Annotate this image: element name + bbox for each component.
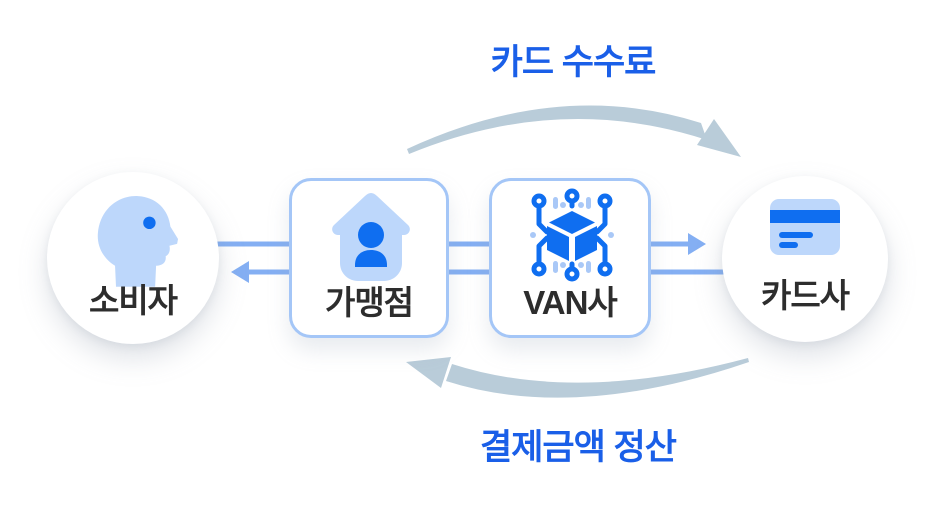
node-label-consumer: 소비자 [88, 282, 178, 319]
cube-top-face [549, 211, 595, 234]
person-head-icon [97, 196, 179, 287]
node-label-van: VAN사 [523, 284, 618, 321]
person-body-icon [355, 250, 387, 267]
forward-arrowhead-icon [688, 233, 706, 255]
node-consumer: 소비자 [47, 172, 219, 344]
network-cube-icon [530, 188, 614, 282]
return-arrowhead-icon [231, 261, 249, 283]
settlement-arrow [406, 357, 749, 398]
node-label-merchant: 가맹점 [324, 284, 414, 321]
storefront-person-icon [332, 193, 410, 281]
node-van: VAN사 [489, 178, 651, 338]
cube-right-face [575, 226, 597, 261]
node-merchant: 가맹점 [289, 178, 449, 338]
node-label-card-company: 카드사 [760, 277, 850, 314]
credit-card-icon [770, 199, 840, 255]
card-fee-arrowhead-icon [697, 119, 741, 157]
flow-label-settlement: 결제금액 정산 [480, 428, 677, 467]
settlement-arrowhead-icon [406, 357, 451, 388]
flow-label-card-fee: 카드 수수료 [490, 43, 657, 82]
person-head-dot-icon [358, 222, 384, 248]
card-line-long [779, 232, 813, 238]
card-line-short [779, 242, 798, 248]
eye-dot-icon [143, 216, 156, 230]
card-stripe [770, 210, 840, 223]
card-fee-arrow [407, 105, 741, 157]
cube-left-face [547, 226, 569, 261]
node-card-company: 카드사 [722, 176, 888, 342]
